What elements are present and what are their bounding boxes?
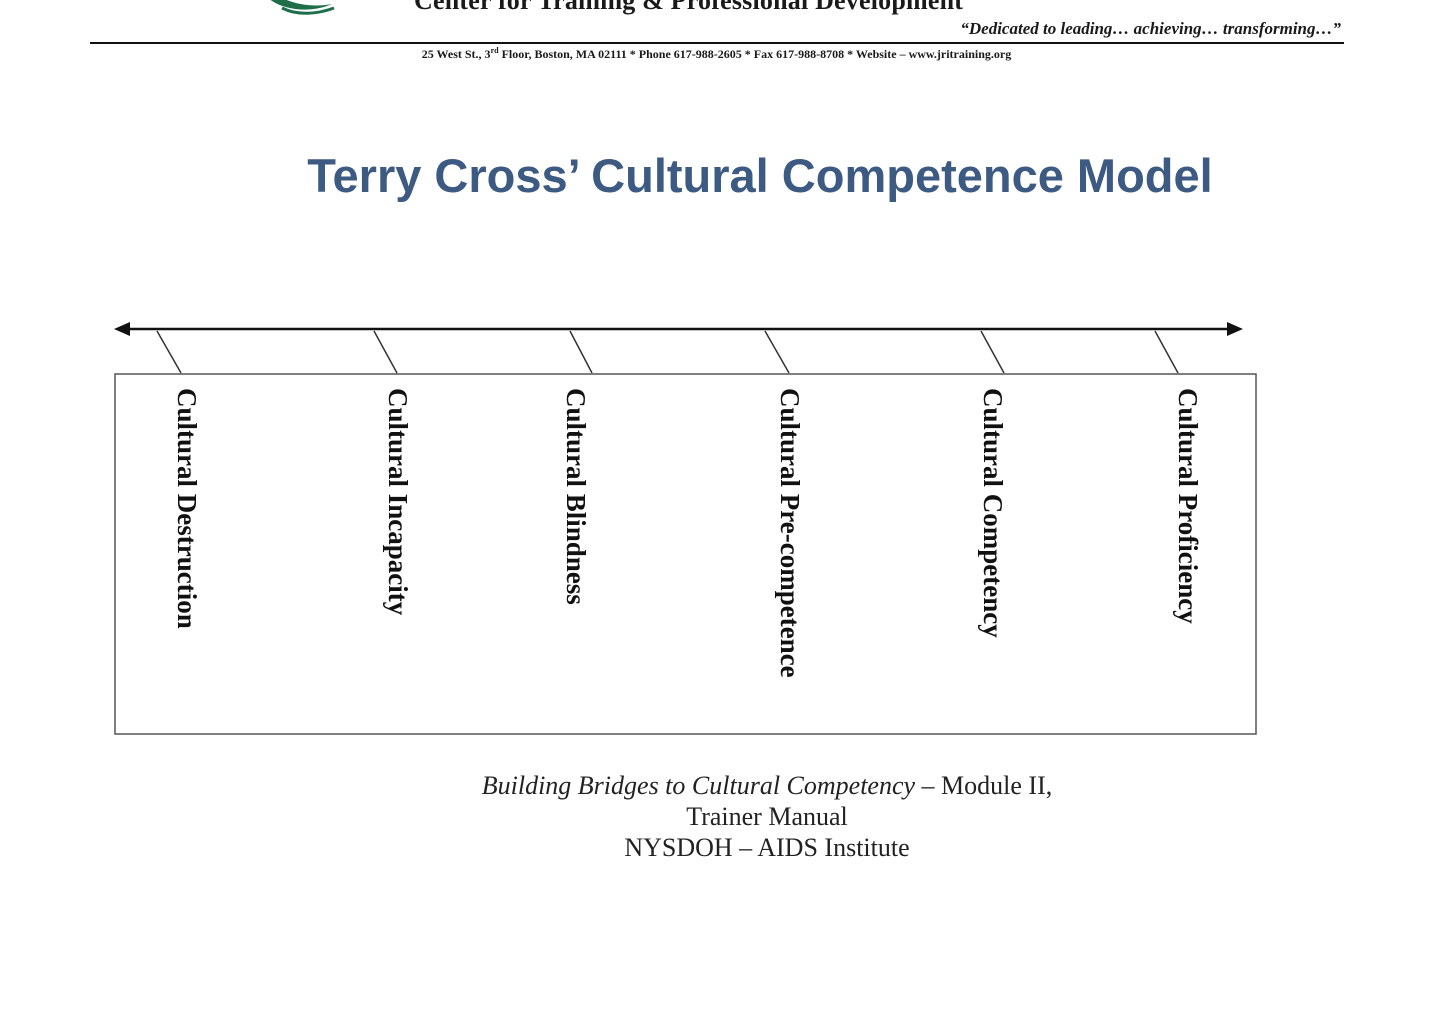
stage-connector [373, 330, 398, 374]
stage-label-cultural-incapacity: Cultural Incapacity [383, 388, 413, 616]
citation-line-2: Trainer Manual [686, 802, 848, 831]
page-title: Terry Cross’ Cultural Competence Model [307, 149, 1213, 202]
source-citation: Building Bridges to Cultural Competency … [0, 770, 1433, 863]
stage-connector [1154, 330, 1179, 374]
stage-connector [980, 330, 1005, 374]
stage-connector [569, 330, 593, 374]
stage-label-cultural-destruction: Cultural Destruction [172, 388, 202, 629]
stage-connector [156, 330, 182, 374]
stages-box [114, 373, 1257, 735]
organization-logo [270, 0, 335, 15]
address-ordinal: rd [490, 46, 499, 55]
address-contact: Floor, Boston, MA 02111 * Phone 617-988-… [498, 47, 1012, 61]
stage-label-cultural-blindness: Cultural Blindness [561, 388, 591, 605]
organization-tagline: “Dedicated to leading… achieving… transf… [960, 19, 1341, 38]
stage-connector [764, 330, 790, 374]
stage-label-cultural-competency: Cultural Competency [978, 388, 1008, 638]
stage-label-cultural-proficiency: Cultural Proficiency [1173, 388, 1203, 624]
header-divider [90, 42, 1344, 44]
arrowhead-right-icon [1227, 322, 1243, 336]
stage-label-cultural-pre-competence: Cultural Pre-competence [775, 388, 805, 678]
address-street: 25 West St., 3 [421, 47, 491, 61]
arrowhead-left-icon [114, 322, 130, 336]
citation-line-3: NYSDOH – AIDS Institute [624, 833, 910, 862]
citation-module: – Module II, [915, 771, 1053, 800]
organization-address: 25 West St., 3rd Floor, Boston, MA 02111… [0, 46, 1433, 62]
swoosh-logo-icon [270, 0, 332, 10]
citation-line-1: Building Bridges to Cultural Competency … [0, 770, 1433, 801]
organization-name: Center for Training & Professional Devel… [414, 0, 964, 15]
citation-book-title: Building Bridges to Cultural Competency [481, 771, 916, 800]
